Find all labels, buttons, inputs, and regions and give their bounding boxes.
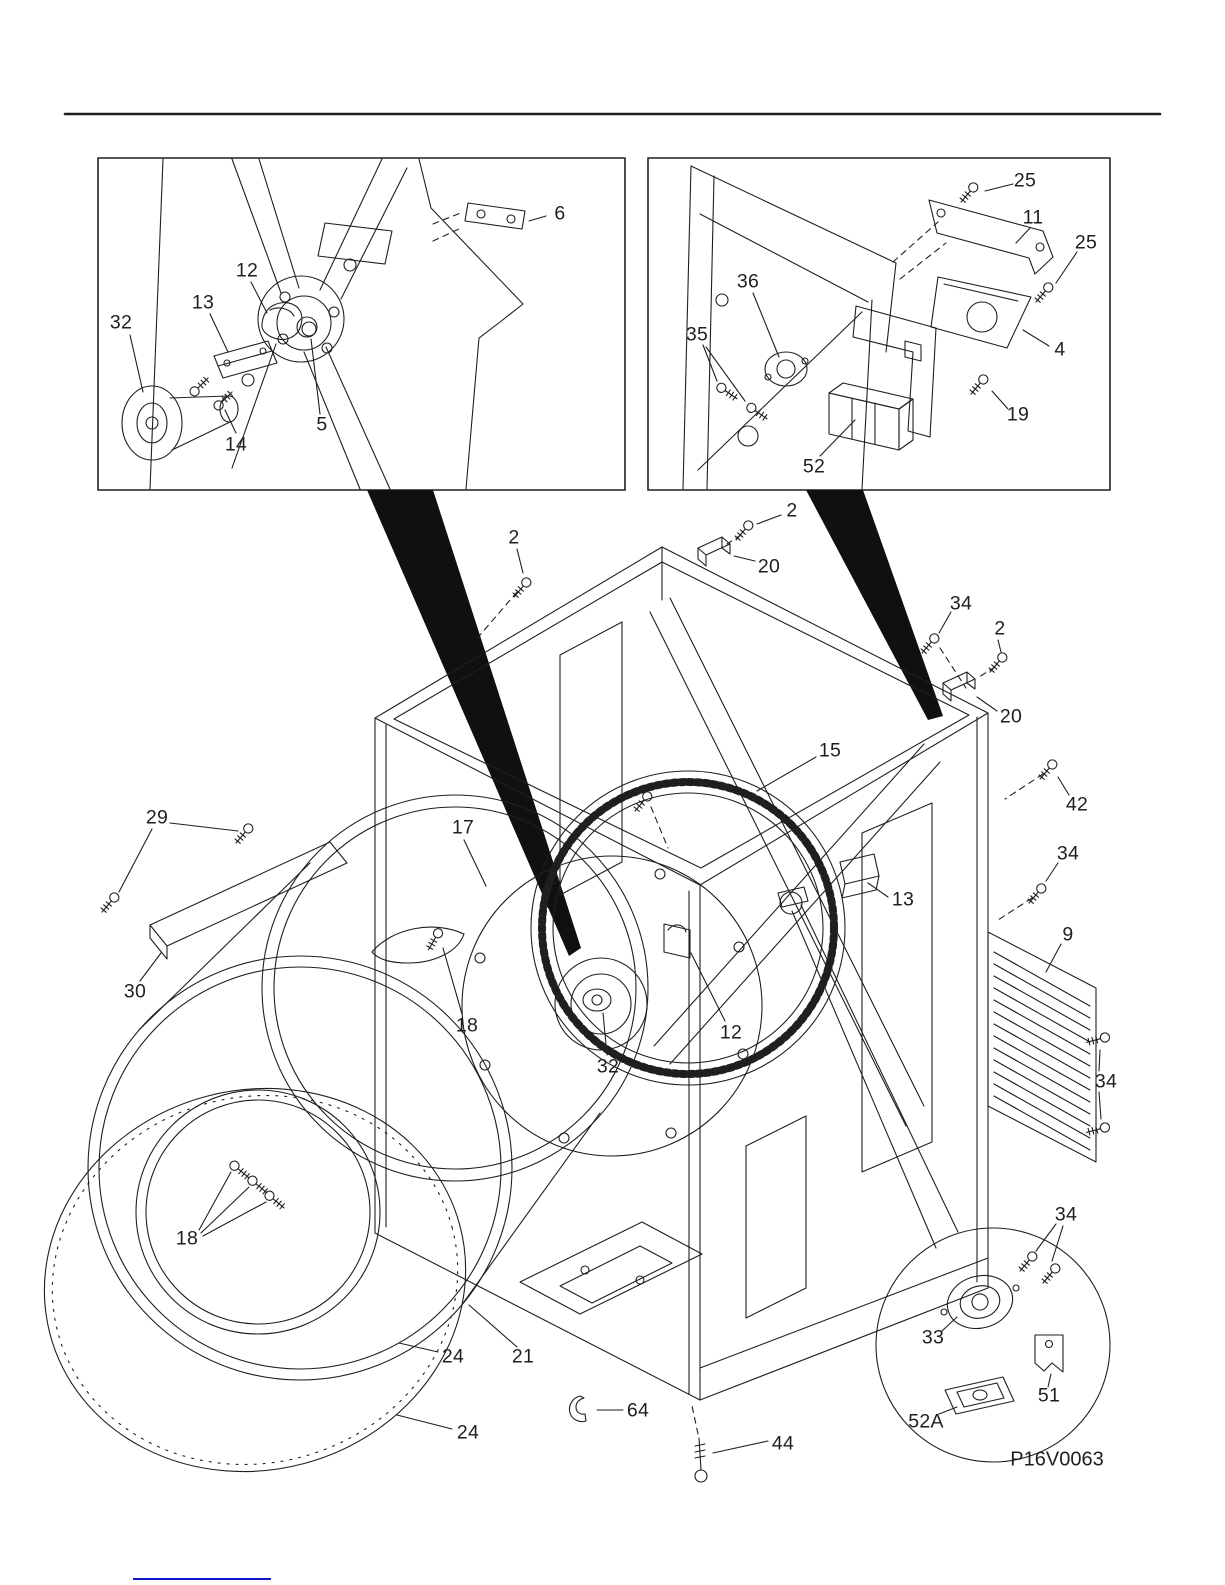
drum bbox=[87, 794, 649, 1381]
callout-42: 42 bbox=[1065, 793, 1089, 816]
callout-34d: 34 bbox=[1054, 1203, 1078, 1226]
callout-11: 11 bbox=[1022, 206, 1044, 229]
construction-dashes-main bbox=[473, 534, 1044, 1435]
screw bbox=[956, 180, 981, 206]
callout-51: 51 bbox=[1037, 1384, 1061, 1407]
screw bbox=[714, 380, 741, 404]
leader-lines bbox=[702, 183, 1078, 457]
callout-29: 29 bbox=[145, 806, 169, 829]
screw bbox=[1084, 1031, 1112, 1048]
callout-33: 33 bbox=[921, 1326, 945, 1349]
louvered-panel bbox=[987, 931, 1097, 1163]
cabinet-outline bbox=[374, 546, 989, 1401]
callout-52A: 52A bbox=[908, 1410, 944, 1433]
callout-32b: 32 bbox=[596, 1055, 620, 1078]
front-seal-ring bbox=[43, 1087, 467, 1473]
callout-25b: 25 bbox=[1074, 231, 1098, 254]
callout-20b: 20 bbox=[999, 705, 1023, 728]
bearing-bracket bbox=[213, 340, 278, 379]
callout-30: 30 bbox=[123, 980, 147, 1003]
screw bbox=[985, 650, 1010, 676]
corner-bracket bbox=[928, 199, 1054, 275]
screw bbox=[1038, 1261, 1063, 1287]
callout-13: 13 bbox=[191, 291, 215, 314]
screw bbox=[917, 631, 942, 657]
callout-2b: 2 bbox=[786, 499, 798, 522]
leader-lines bbox=[129, 215, 547, 434]
zoom-wedges bbox=[367, 490, 943, 956]
screw bbox=[423, 926, 445, 953]
callout-34a: 34 bbox=[949, 592, 973, 615]
construction-dashes bbox=[892, 221, 947, 280]
magnifier-detail bbox=[791, 904, 1111, 1463]
screw bbox=[187, 374, 212, 399]
duct-cover bbox=[149, 841, 348, 960]
leader-lines-main bbox=[118, 514, 1102, 1454]
terminal-block bbox=[828, 305, 937, 451]
callout-9: 9 bbox=[1062, 923, 1074, 946]
screw bbox=[97, 890, 122, 916]
screw bbox=[1015, 1249, 1040, 1275]
cabinet-interior bbox=[519, 597, 941, 1319]
hi-limit-thermostat bbox=[777, 886, 809, 915]
callout-12b: 12 bbox=[719, 1021, 743, 1044]
callout-32: 32 bbox=[109, 311, 133, 334]
callout-18b: 18 bbox=[175, 1227, 199, 1250]
callout-36: 36 bbox=[736, 270, 760, 293]
screw bbox=[1084, 1121, 1112, 1138]
front-bulkhead-ring bbox=[461, 855, 763, 1157]
callout-21: 21 bbox=[511, 1345, 535, 1368]
top-bracket bbox=[942, 671, 976, 702]
screw bbox=[262, 1188, 288, 1213]
bearing-clip bbox=[261, 302, 303, 341]
corner-shield bbox=[930, 276, 1032, 349]
callout-52: 52 bbox=[802, 455, 826, 478]
screw bbox=[966, 372, 991, 398]
callout-13b: 13 bbox=[891, 888, 915, 911]
link-underline[interactable] bbox=[133, 1578, 271, 1580]
callout-24b: 24 bbox=[456, 1421, 480, 1444]
screw bbox=[731, 518, 756, 544]
thermostat bbox=[764, 351, 809, 387]
callout-17: 17 bbox=[451, 816, 475, 839]
callout-2a: 2 bbox=[508, 526, 520, 549]
callout-25: 25 bbox=[1013, 169, 1037, 192]
callout-34c: 34 bbox=[1094, 1070, 1118, 1093]
leveling-leg bbox=[694, 1437, 708, 1483]
part-number: P16V0063 bbox=[1010, 1448, 1104, 1471]
rear-bearing-cone bbox=[121, 385, 239, 461]
screw bbox=[1035, 757, 1060, 783]
screw bbox=[245, 1173, 271, 1198]
callout-19: 19 bbox=[1006, 403, 1030, 426]
callout-44: 44 bbox=[771, 1432, 795, 1455]
bulkhead-bracket bbox=[839, 853, 880, 899]
callout-24a: 24 bbox=[441, 1345, 465, 1368]
callout-64: 64 bbox=[626, 1399, 650, 1422]
callout-14: 14 bbox=[224, 433, 248, 456]
callout-4: 4 bbox=[1054, 338, 1066, 361]
screw bbox=[231, 821, 256, 847]
plate bbox=[464, 202, 526, 230]
callout-34b: 34 bbox=[1056, 842, 1080, 865]
callout-6: 6 bbox=[554, 202, 566, 225]
bulkhead-clip bbox=[663, 923, 691, 959]
screw bbox=[1031, 280, 1056, 306]
top-bracket bbox=[697, 536, 731, 567]
bearing-ball bbox=[301, 321, 317, 337]
screw bbox=[1024, 881, 1049, 907]
rear-seal-ring bbox=[530, 770, 846, 1086]
callout-5: 5 bbox=[316, 413, 328, 436]
inset-left-detail bbox=[97, 157, 626, 491]
callout-18a: 18 bbox=[455, 1014, 479, 1037]
callout-15: 15 bbox=[818, 739, 842, 762]
callout-35: 35 bbox=[685, 323, 709, 346]
screw bbox=[211, 388, 236, 413]
construction-dashes bbox=[432, 211, 464, 242]
callout-20a: 20 bbox=[757, 555, 781, 578]
callout-12: 12 bbox=[235, 259, 259, 282]
callout-2c: 2 bbox=[994, 617, 1006, 640]
clip bbox=[568, 1395, 587, 1423]
inset-right-detail bbox=[647, 157, 1111, 491]
